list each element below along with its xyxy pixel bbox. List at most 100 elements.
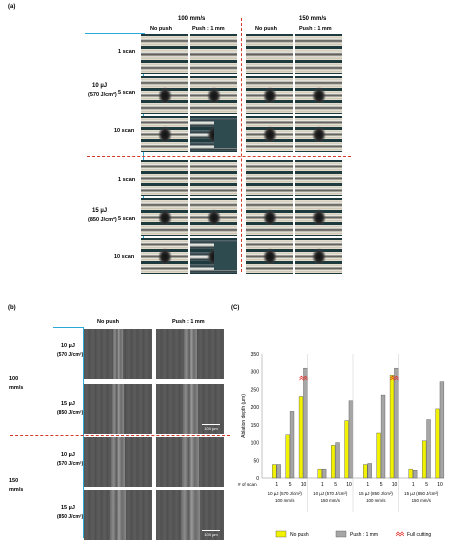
b-energy-15-bottom: 15 µJ bbox=[61, 505, 75, 511]
y-axis-label: Ablation depth (µm) bbox=[241, 394, 247, 438]
header-divider-b bbox=[83, 327, 84, 538]
bar-no-push bbox=[376, 432, 381, 479]
y-tick-label: 300 bbox=[251, 370, 260, 376]
y-tick-label: 200 bbox=[251, 405, 260, 411]
panel-a-label: (a) bbox=[8, 4, 16, 10]
micrograph-tile bbox=[246, 34, 293, 74]
bar-no-push bbox=[344, 420, 349, 479]
sem-tile: 100 µm bbox=[156, 490, 224, 540]
speed-100-unit-b: mm/s bbox=[9, 385, 24, 391]
y-tick-label: 100 bbox=[251, 441, 260, 447]
micrograph-tile bbox=[246, 116, 293, 152]
bar-no-push bbox=[317, 468, 322, 479]
b-fluence-570-top: (570 J/cm²) bbox=[57, 352, 84, 358]
bar-no-push bbox=[408, 468, 413, 479]
no-push-header-b: No push bbox=[97, 319, 119, 325]
micrograph-tile bbox=[295, 34, 342, 74]
b-energy-10-bottom: 10 µJ bbox=[61, 452, 75, 458]
bar-push-1-mm bbox=[276, 464, 281, 479]
micrograph-tile bbox=[190, 76, 237, 114]
bar-push-1-mm bbox=[426, 419, 431, 479]
bar-no-push bbox=[285, 434, 290, 479]
group-label: 150 mm/s bbox=[321, 498, 341, 503]
y-tick-label: 0 bbox=[256, 476, 259, 482]
micrograph-tile bbox=[190, 238, 237, 274]
scan-tick-label: 10 bbox=[301, 482, 307, 488]
micrograph-tile bbox=[246, 198, 293, 236]
micrograph-tile bbox=[190, 34, 237, 74]
scan-tick-label: 1 bbox=[275, 482, 278, 488]
group-label: 10 µJ (570 J/cm²) bbox=[313, 491, 348, 496]
y-tick-label: 250 bbox=[251, 387, 260, 393]
b-fluence-850-bottom: (850 J/cm²) bbox=[57, 514, 84, 520]
scan-tick-label: 1 bbox=[321, 482, 324, 488]
fluence-850-label: (850 J/cm²) bbox=[88, 217, 117, 223]
sem-tile bbox=[156, 329, 224, 379]
bar-no-push bbox=[298, 396, 304, 479]
energy-separator-a bbox=[87, 156, 351, 157]
sem-tile bbox=[84, 490, 152, 540]
b-fluence-850-top: (850 J/cm²) bbox=[57, 410, 84, 416]
micrograph-tile bbox=[141, 238, 188, 274]
b-fluence-570-bottom: (570 J/cm²) bbox=[57, 461, 84, 467]
b-energy-10-top: 10 µJ bbox=[61, 343, 75, 349]
scan-5-label-bottom: 5 scan bbox=[118, 216, 136, 222]
micrograph-tile bbox=[295, 116, 342, 152]
scalebar: 100 µm bbox=[202, 530, 220, 537]
micrograph-tile bbox=[141, 160, 188, 196]
scan-10-label-bottom: 10 scan bbox=[114, 254, 135, 260]
bar-no-push bbox=[330, 445, 336, 479]
speed-separator-a bbox=[241, 18, 242, 272]
sem-tile bbox=[84, 437, 152, 487]
micrograph-tile bbox=[246, 238, 293, 274]
push-header-b: Push : 1 mm bbox=[172, 319, 205, 325]
scan-tick-label: 1 bbox=[366, 482, 369, 488]
micrograph-tile bbox=[246, 76, 293, 114]
y-tick-label: 350 bbox=[251, 352, 260, 358]
bar-no-push bbox=[389, 375, 395, 479]
speed-100-label-b: 100 bbox=[9, 376, 19, 382]
scan-10-label-top: 10 scan bbox=[114, 128, 135, 134]
scan-tick-label: 1 bbox=[412, 482, 415, 488]
bar-push-1-mm bbox=[394, 367, 399, 479]
bar-push-1-mm bbox=[439, 381, 445, 479]
y-tick-label: 50 bbox=[253, 458, 259, 464]
scan-tick-label: 10 bbox=[346, 482, 352, 488]
energy-10-label: 10 µJ bbox=[92, 83, 108, 89]
bar-push-1-mm bbox=[380, 394, 386, 479]
micrograph-tile bbox=[190, 116, 237, 152]
full-cutting-marker bbox=[390, 375, 399, 381]
sem-tile: 100 µm bbox=[156, 384, 224, 434]
scan-tick-label: 5 bbox=[334, 482, 337, 488]
legend-label-push: Push : 1 mm bbox=[350, 532, 378, 538]
bar-push-1-mm bbox=[367, 463, 372, 479]
micrograph-tile bbox=[141, 34, 188, 74]
micrograph-tile bbox=[190, 198, 237, 236]
micrograph-tile bbox=[295, 198, 342, 236]
micrograph-tile bbox=[246, 160, 293, 196]
bar-push-1-mm bbox=[335, 442, 340, 479]
header-rule-a bbox=[85, 33, 145, 34]
speed-150-header: 150 mm/s bbox=[299, 16, 327, 22]
legend-label-no-push: No push bbox=[290, 532, 309, 538]
legend-swatch-no-push bbox=[275, 530, 287, 538]
micrograph-tile bbox=[190, 160, 237, 196]
bar-no-push bbox=[421, 440, 427, 479]
legend-swatch-push bbox=[335, 530, 347, 538]
no-push-header-a1: No push bbox=[150, 26, 172, 32]
group-label: 15 µJ (850 J/cm²) bbox=[404, 491, 439, 496]
fluence-570-label: (570 J/cm²) bbox=[88, 92, 117, 98]
bar-no-push bbox=[363, 464, 368, 479]
group-label: 100 mm/s bbox=[366, 498, 386, 503]
speed-150-unit-b: mm/s bbox=[9, 487, 24, 493]
scan-tick-label: 10 bbox=[392, 482, 398, 488]
energy-15-label: 15 µJ bbox=[92, 208, 108, 214]
legend-swatch-full-cutting bbox=[395, 531, 405, 537]
micrograph-tile bbox=[295, 238, 342, 274]
micrograph-tile bbox=[141, 116, 188, 152]
scan-tick-label: 5 bbox=[289, 482, 292, 488]
micrograph-tile bbox=[141, 198, 188, 236]
scan-5-label-top: 5 scan bbox=[118, 90, 136, 96]
full-cutting-marker bbox=[299, 375, 308, 381]
